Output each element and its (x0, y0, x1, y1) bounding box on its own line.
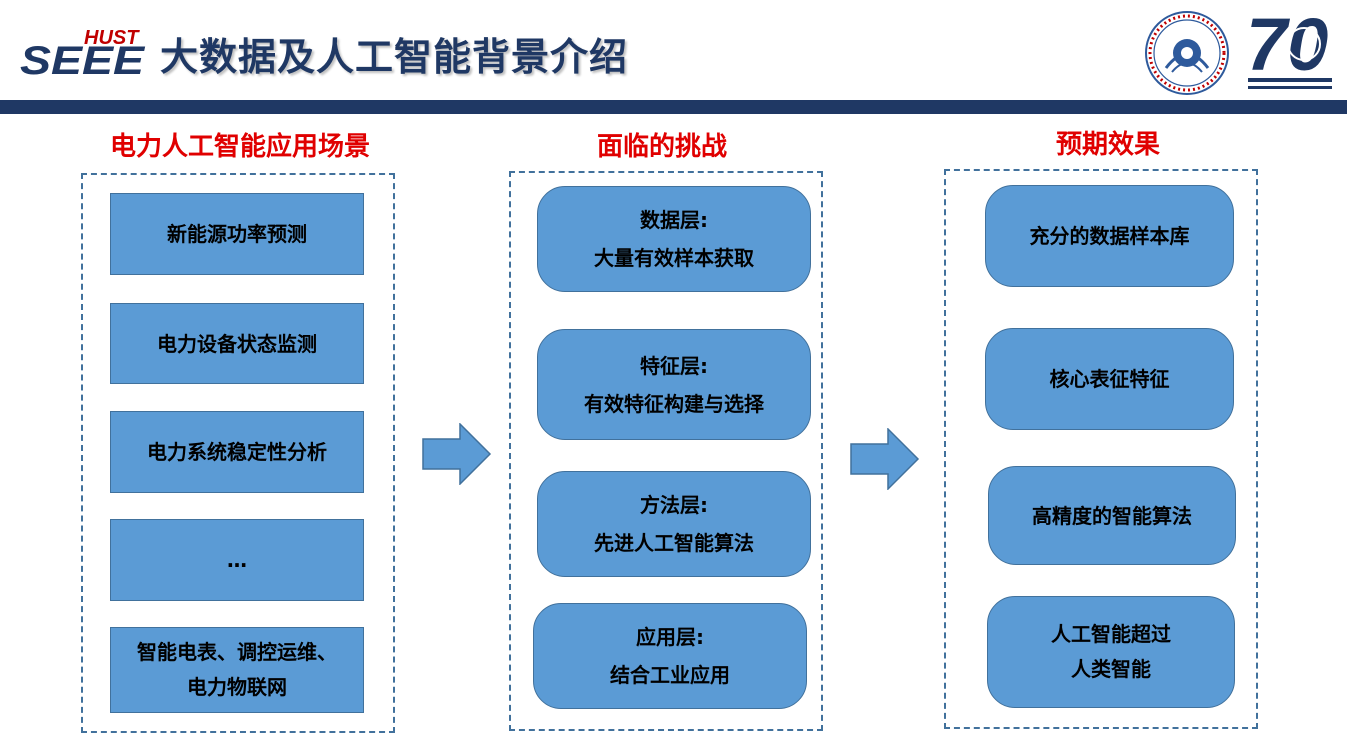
logo-seee-text: SEEE (20, 39, 146, 78)
scenario-box: 智能电表、调控运维、 电力物联网 (110, 627, 364, 713)
header-divider-bar (0, 100, 1347, 114)
challenge-text: 结合工业应用 (610, 663, 730, 687)
outcome-box: 核心表征特征 (985, 328, 1234, 430)
scenario-text: 新能源功率预测 (167, 222, 307, 246)
scenario-text: 智能电表、调控运维、 (137, 640, 337, 664)
scenario-text: 电力物联网 (187, 675, 287, 699)
outcome-text: 高精度的智能算法 (1032, 503, 1192, 528)
challenge-box: 应用层: 结合工业应用 (533, 603, 807, 709)
scenario-box: 电力设备状态监测 (110, 303, 364, 384)
scenario-text: 电力设备状态监测 (157, 331, 317, 356)
challenge-box: 特征层: 有效特征构建与选择 (537, 329, 811, 440)
challenge-layer-label: 应用层: (636, 625, 704, 649)
challenge-text: 先进人工智能算法 (594, 531, 754, 555)
page-title: 大数据及人工智能背景介绍 (160, 35, 629, 79)
right-arrow-icon (422, 423, 492, 485)
scenario-box: … (110, 519, 364, 601)
outcome-text: 人工智能超过 (1051, 622, 1171, 646)
outcomes-heading: 预期效果 (1055, 130, 1161, 160)
logo-hust-text: HUST (84, 27, 140, 49)
scenario-text: … (227, 548, 247, 572)
anniversary-70-logo: 70 (1246, 4, 1332, 89)
challenge-layer-label: 数据层: (640, 208, 708, 232)
challenge-box: 数据层: 大量有效样本获取 (537, 186, 811, 292)
outcome-box: 人工智能超过 人类智能 (987, 596, 1235, 708)
scenario-box: 电力系统稳定性分析 (110, 411, 364, 493)
outcome-text: 充分的数据样本库 (1029, 224, 1190, 248)
right-arrow-icon (850, 428, 920, 490)
challenge-layer-label: 方法层: (640, 493, 708, 517)
challenge-text: 有效特征构建与选择 (584, 391, 764, 416)
seee-logo: HUST SEEE (20, 27, 146, 78)
outcome-box: 充分的数据样本库 (985, 185, 1234, 287)
scenario-text: 电力系统稳定性分析 (147, 440, 327, 464)
challenge-layer-label: 特征层: (640, 353, 708, 378)
challenge-text: 大量有效样本获取 (594, 246, 754, 270)
outcome-text: 人类智能 (1071, 657, 1151, 681)
scenario-box: 新能源功率预测 (110, 193, 364, 275)
challenge-box: 方法层: 先进人工智能算法 (537, 471, 811, 577)
scenarios-heading: 电力人工智能应用场景 (109, 132, 371, 162)
challenges-heading: 面临的挑战 (596, 132, 728, 162)
outcome-text: 核心表征特征 (1049, 367, 1170, 391)
outcome-box: 高精度的智能算法 (988, 466, 1236, 565)
school-emblem-icon (1145, 11, 1229, 95)
